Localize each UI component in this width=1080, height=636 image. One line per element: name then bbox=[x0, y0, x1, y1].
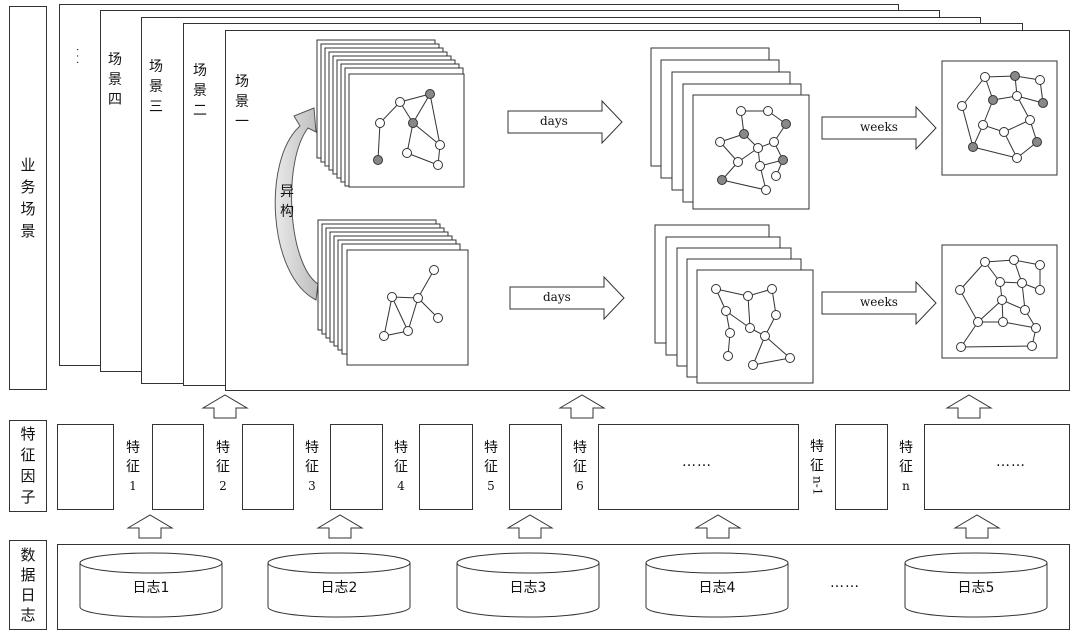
graph-top-middle bbox=[715, 106, 791, 195]
logs-label-text: 数据日志 bbox=[20, 546, 36, 624]
feature-cell-2: 特征 2 bbox=[203, 424, 243, 510]
feature-ellipsis-end: …… bbox=[996, 454, 1026, 470]
heterogeneous-arrow-icon bbox=[274, 107, 319, 301]
features-label-text: 特征因子 bbox=[20, 425, 36, 506]
graph-top-right bbox=[957, 71, 1048, 163]
feature-3-label: 特征 bbox=[305, 439, 319, 475]
feature-cell-3: 特征 3 bbox=[293, 424, 331, 510]
logs-label-box bbox=[9, 540, 47, 630]
feature-n-index: n bbox=[902, 478, 910, 493]
log-4-label: 日志4 bbox=[698, 580, 736, 596]
up-arrow-icon bbox=[126, 514, 174, 539]
feature-2-index: 2 bbox=[219, 478, 227, 493]
graph-stack-top-left bbox=[316, 39, 465, 188]
log-5-label: 日志5 bbox=[957, 580, 995, 596]
feature-6-label: 特征 bbox=[573, 439, 587, 475]
feature-5-label: 特征 bbox=[484, 439, 498, 475]
graph-stack-bottom-left bbox=[317, 219, 469, 366]
scene-2-label: 场景二 bbox=[193, 63, 207, 119]
feature-2-label: 特征 bbox=[216, 439, 230, 475]
days-arrow-top-icon bbox=[507, 99, 623, 145]
log-2-label: 日志2 bbox=[320, 580, 358, 596]
scenario-label-box bbox=[9, 6, 47, 390]
up-arrows-to-scenario bbox=[201, 394, 993, 419]
days-label-top: days bbox=[540, 114, 568, 128]
features-label: 特征因子 bbox=[9, 420, 47, 512]
weeks-label-top: weeks bbox=[860, 120, 898, 134]
days-label-bottom: days bbox=[543, 290, 571, 304]
log-ellipsis: …… bbox=[830, 575, 860, 591]
graph-bottom-left bbox=[379, 265, 443, 341]
heterogeneous-label: 异构 bbox=[280, 184, 294, 220]
up-arrow-icon bbox=[316, 514, 364, 539]
up-arrow-icon bbox=[506, 514, 554, 539]
feature-ellipsis-middle: …… bbox=[682, 454, 712, 470]
logs-label: 数据日志 bbox=[9, 540, 47, 630]
graph-top-left bbox=[373, 89, 445, 170]
feature-cell-n-1: 特征 n-1 bbox=[798, 424, 836, 510]
feature-4-label: 特征 bbox=[394, 439, 408, 475]
up-arrow-icon bbox=[201, 394, 249, 419]
up-arrow-icon bbox=[945, 394, 993, 419]
scene-3-label: 场景三 bbox=[149, 59, 163, 115]
up-arrow-icon bbox=[953, 514, 1001, 539]
log-1-label: 日志1 bbox=[132, 580, 170, 596]
up-arrows-to-features bbox=[126, 514, 1001, 539]
feature-cell-6: 特征 6 bbox=[561, 424, 599, 510]
up-arrow-icon bbox=[694, 514, 742, 539]
feature-n-1-label: 特征 bbox=[810, 439, 824, 475]
weeks-label-bottom: weeks bbox=[860, 295, 898, 309]
feature-cell-5: 特征 5 bbox=[472, 424, 510, 510]
feature-4-index: 4 bbox=[397, 478, 405, 493]
graph-stack-top-middle bbox=[650, 47, 810, 210]
feature-n-1-index: n-1 bbox=[810, 476, 825, 496]
feature-5-index: 5 bbox=[487, 478, 495, 493]
graph-bottom-middle bbox=[711, 284, 795, 370]
log-3-label: 日志3 bbox=[509, 580, 547, 596]
scenario-label: 业务场景 bbox=[9, 6, 47, 390]
weeks-arrow-top-icon bbox=[821, 105, 937, 151]
scene-1-label: 场景一 bbox=[235, 74, 249, 130]
feature-3-index: 3 bbox=[308, 478, 316, 493]
graph-bottom-right bbox=[955, 255, 1045, 352]
feature-cell-n: 特征 n bbox=[887, 424, 925, 510]
features-label-box bbox=[9, 420, 47, 512]
weeks-arrow-bottom-icon bbox=[821, 280, 937, 326]
scene-more-dots: · · · bbox=[71, 48, 82, 64]
feature-6-index: 6 bbox=[576, 478, 584, 493]
up-arrow-icon bbox=[558, 394, 606, 419]
feature-cell-4: 特征 4 bbox=[382, 424, 420, 510]
feature-cell-1: 特征 1 bbox=[113, 424, 153, 510]
feature-1-index: 1 bbox=[129, 478, 137, 493]
feature-1-label: 特征 bbox=[126, 439, 140, 475]
days-arrow-bottom-icon bbox=[509, 275, 625, 321]
scene-4-label: 场景四 bbox=[108, 52, 122, 108]
feature-n-label: 特征 bbox=[899, 439, 913, 475]
scenario-label-text: 业务场景 bbox=[20, 156, 36, 240]
